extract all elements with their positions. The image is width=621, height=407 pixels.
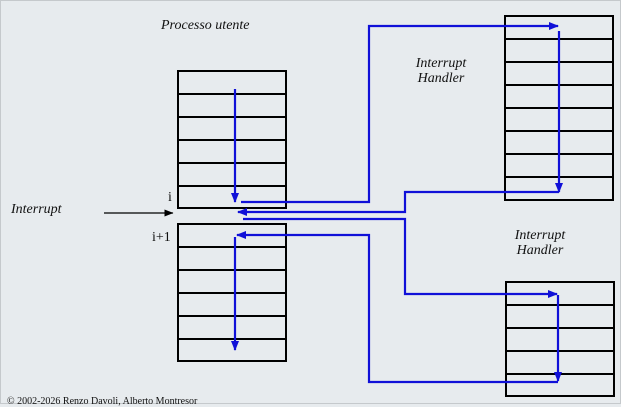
interrupt-handler-top-label-line2: Handler xyxy=(417,71,465,86)
user-process-upper-block xyxy=(177,70,287,209)
interrupt-handler-bottom-label-line2: Handler xyxy=(516,243,564,258)
user-process-label: Processo utente xyxy=(161,18,250,33)
interrupt-handler-top-label-line1: Interrupt xyxy=(415,56,467,71)
interrupt-label: Interrupt xyxy=(11,202,62,217)
instruction-i-label: i xyxy=(168,190,172,205)
interrupt-handler-top-label: Interrupt Handler xyxy=(401,56,481,86)
flow-return-from-top-handler xyxy=(237,190,559,216)
copyright-footer: © 2002-2026 Renzo Davoli, Alberto Montre… xyxy=(7,396,198,407)
flow-return-from-bottom-handler xyxy=(236,231,558,384)
interrupt-handler-bottom-label-line1: Interrupt xyxy=(514,228,566,243)
instruction-i-plus-1-label: i+1 xyxy=(152,230,171,245)
interrupt-handler-bottom-block xyxy=(505,281,615,397)
flow-to-bottom-handler xyxy=(243,217,558,298)
user-process-lower-block xyxy=(177,223,287,362)
flow-to-top-handler xyxy=(241,22,559,204)
interrupt-handler-bottom-label: Interrupt Handler xyxy=(500,228,580,258)
